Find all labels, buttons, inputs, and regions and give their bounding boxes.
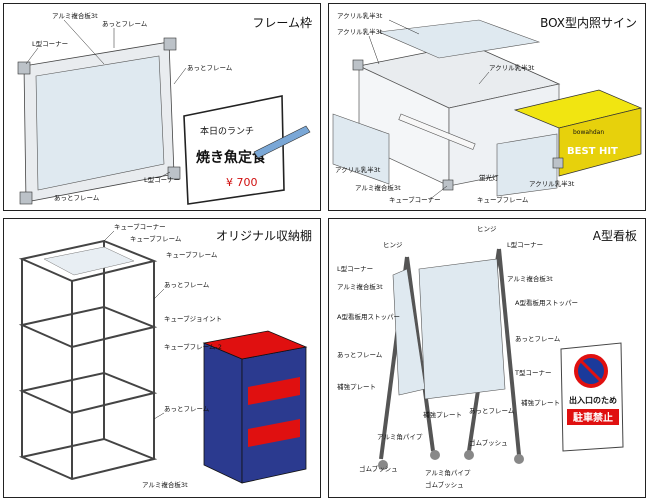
label-rubber-bush: ゴムブッシュ	[425, 480, 464, 489]
label-l-corner: L型コーナー	[337, 264, 373, 273]
l-corner	[17, 61, 31, 75]
label-t-corner: T型コーナー	[514, 368, 551, 377]
label-acrylic: アクリル乳半3t	[337, 11, 383, 20]
panel-title: オリジナル収納棚	[215, 229, 312, 243]
l-corner	[19, 191, 33, 205]
label-rubber-bush: ゴムブッシュ	[359, 464, 398, 473]
label-at-frame: あっとフレーム	[164, 405, 210, 413]
label-reinforce-plate: 補強プレート	[337, 382, 376, 391]
label-cube-frame: キューブフレーム	[477, 195, 529, 204]
board-line3: ¥ 700	[226, 176, 258, 189]
cube-shelf-top	[202, 330, 308, 360]
label-cube-corner: キューブコーナー	[389, 195, 441, 204]
label-l-corner: L型コーナー	[507, 240, 543, 249]
board-line2: 焼き魚定食	[196, 149, 267, 166]
label-aluminum-board: アルミ複合板3t	[355, 183, 401, 192]
panel-title: BOX型内照サイン	[540, 16, 637, 30]
panel-title: フレーム枠	[252, 16, 312, 30]
panel-frame: フレーム枠 本日のランチ 焼き魚定食 ¥ 700 アルミ複合板3t あっとフレー…	[3, 3, 321, 211]
label-at-frame: あっとフレーム	[187, 64, 233, 72]
shelf-frame	[18, 239, 158, 481]
label-aluminum-board: アルミ複合板3t	[337, 282, 383, 291]
label-at-frame: あっとフレーム	[337, 351, 383, 359]
label-at-frame: あっとフレーム	[515, 335, 561, 343]
label-reinforce-plate: 補強プレート	[521, 398, 560, 407]
label-at-frame: あっとフレーム	[102, 20, 148, 28]
acrylic-right	[496, 133, 558, 197]
label-hinge: ヒンジ	[477, 225, 497, 233]
rubber-bush	[464, 450, 474, 460]
label-fluorescent: 蛍光灯	[479, 173, 499, 182]
product-small-text: bowahdan	[573, 129, 604, 136]
label-acrylic: アクリル乳半3t	[335, 165, 381, 174]
panel-title: A型看板	[592, 229, 637, 243]
cube-corner	[352, 59, 364, 71]
frame-diagram: 本日のランチ 焼き魚定食 ¥ 700 アルミ複合板3t あっとフレーム L型コー…	[17, 11, 311, 205]
easel-diagram: 出入口のため 駐車禁止 ヒンジ ヒンジ L型コーナー L型コーナー アルミ複合板…	[337, 225, 624, 489]
label-cube-joint: キューブジョイント	[164, 314, 222, 323]
marker-pen-icon	[253, 125, 311, 159]
acrylic-left	[332, 113, 390, 185]
label-reinforce-plate: 補強プレート	[423, 410, 462, 419]
cube-corner	[552, 157, 564, 169]
sign-line1: 出入口のため	[569, 395, 617, 405]
label-cube-frame: キューブフレーム	[166, 250, 218, 259]
rubber-bush	[514, 454, 524, 464]
shelf-diagram: キューブコーナー キューブフレーム キューブフレーム あっとフレーム キューブジ…	[18, 222, 308, 489]
label-acrylic: アクリル乳半3t	[337, 27, 383, 36]
label-cube-frame-2: キューブフレーム-2	[164, 342, 222, 351]
cube-shelf-side	[203, 342, 243, 484]
cube-shelf-front	[241, 346, 307, 484]
label-acrylic: アクリル乳半3t	[529, 179, 575, 188]
label-at-frame: あっとフレーム	[54, 194, 100, 202]
label-hinge: ヒンジ	[383, 241, 403, 249]
label-cube-frame: キューブフレーム	[130, 234, 182, 243]
shelf-panel	[43, 246, 135, 276]
label-aluminum-pipe: アルミ角パイプ	[425, 468, 471, 477]
label-l-corner: L型コーナー	[32, 39, 68, 48]
label-aluminum-board: アルミ複合板3t	[142, 480, 188, 489]
board-line1: 本日のランチ	[200, 125, 254, 137]
rubber-bush	[430, 450, 440, 460]
label-stopper: A型看板用ストッパー	[515, 298, 578, 307]
frame-panel	[35, 55, 165, 191]
acrylic-top	[377, 19, 541, 59]
label-acrylic: アクリル乳半3t	[489, 63, 535, 72]
box-diagram: BEST HIT bowahdan アクリル乳半3t アクリル乳半3t アクリル…	[332, 11, 643, 204]
label-stopper: A型看板用ストッパー	[337, 312, 400, 321]
label-at-frame: あっとフレーム	[164, 281, 210, 289]
sign-red-band	[567, 409, 619, 425]
panel-shelf: オリジナル収納棚 キューブコーナー キューブフレーム キューブフレーム あっとフ…	[3, 218, 321, 498]
panel-box: BOX型内照サイン BEST HIT bowahdan アクリル乳半3t アクリ…	[328, 3, 646, 211]
label-aluminum-board: アルミ複合板3t	[52, 11, 98, 20]
menu-board	[183, 95, 285, 205]
label-l-corner: L型コーナー	[144, 175, 180, 184]
label-rubber-bush: ゴムブッシュ	[469, 438, 508, 447]
sign-line2: 駐車禁止	[573, 411, 613, 424]
panel-easel: A型看板 出入口のため 駐車禁止 ヒンジ ヒンジ L型コーナー L型コーナー ア…	[328, 218, 646, 498]
product-text: BEST HIT	[567, 146, 618, 157]
cube-shelf-inner	[248, 377, 300, 405]
easel-board-right	[418, 258, 506, 400]
label-at-frame: あっとフレーム	[469, 407, 515, 415]
l-corner	[163, 37, 177, 51]
cube-shelf-inner	[248, 419, 300, 447]
label-aluminum-board: アルミ複合板3t	[507, 274, 553, 283]
label-aluminum-pipe: アルミ角パイプ	[377, 432, 423, 441]
fluorescent-tube-icon	[398, 113, 476, 150]
cube-corner	[442, 179, 454, 191]
label-cube-corner: キューブコーナー	[114, 222, 166, 231]
rubber-bush	[378, 460, 388, 470]
